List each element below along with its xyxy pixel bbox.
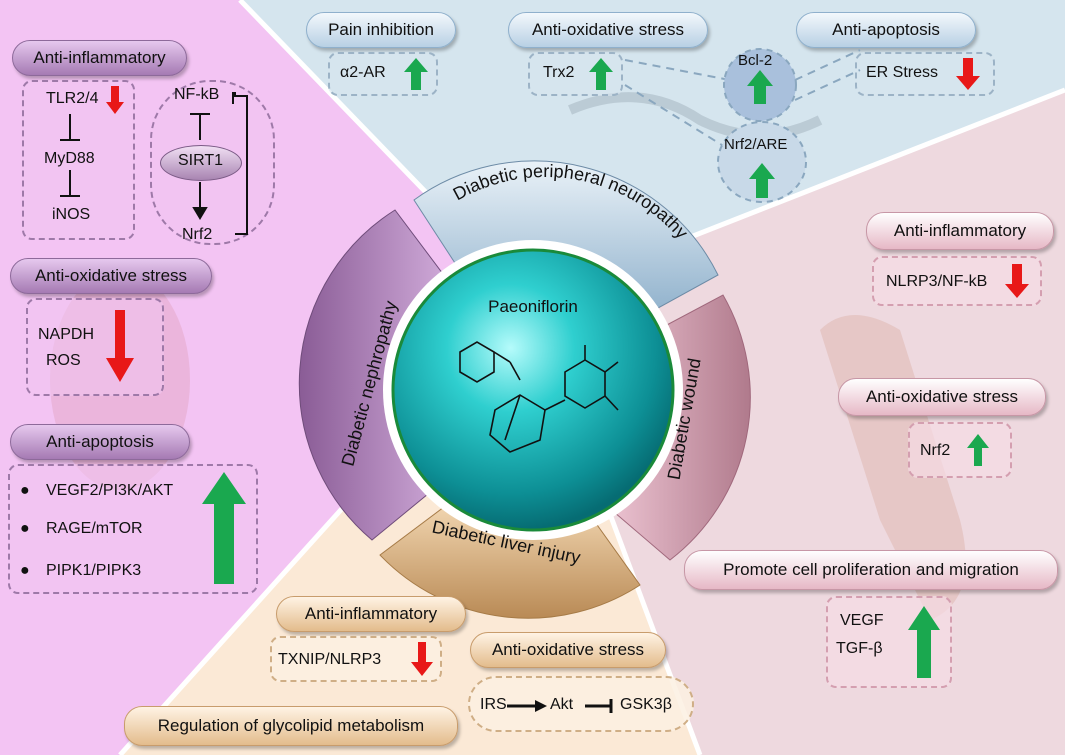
akt-label: Akt xyxy=(550,696,574,713)
gsk3b-label: GSK3β xyxy=(620,696,672,713)
glyco-pill: Regulation of glycolipid metabolism xyxy=(124,706,458,746)
nlrp3-label: NLRP3/NF-kB xyxy=(886,273,988,290)
inos-label: iNOS xyxy=(52,206,91,223)
nlrp3-down-arrow xyxy=(1005,264,1029,298)
tgfb-label: TGF-β xyxy=(836,640,883,657)
irs-box xyxy=(468,676,694,732)
bullet-2: ● xyxy=(20,520,30,537)
neph-oxid-pill: Anti-oxidative stress xyxy=(10,258,212,294)
bcl2-label: Bcl-2 xyxy=(738,52,773,69)
txnip-box xyxy=(270,636,442,682)
napdh-down-arrow xyxy=(106,310,134,382)
molecule-structure xyxy=(459,341,619,453)
nephro-nrf2-label: Nrf2 xyxy=(182,226,213,243)
irs-akt-gsk-arrows xyxy=(507,699,613,713)
neuro-oxidative-pill: Anti-oxidative stress xyxy=(508,12,708,48)
nfkb-label: NF-kB xyxy=(174,86,220,103)
wound-inflam-pill: Anti-inflammatory xyxy=(866,212,1054,250)
liver-inflam-pill: Anti-inflammatory xyxy=(276,596,466,632)
apop-item-2: RAGE/mTOR xyxy=(46,520,143,537)
neph-apop-up-arrow xyxy=(202,472,246,584)
neuro-apoptosis-pill: Anti-apoptosis xyxy=(796,12,976,48)
apop-item-1: VEGF2/PI3K/AKT xyxy=(46,482,174,499)
wound-oxid-pill: Anti-oxidative stress xyxy=(838,378,1046,416)
napdh-box xyxy=(26,298,164,396)
tlr-inhibit-lines xyxy=(60,114,80,197)
napdh-label: NAPDH xyxy=(38,326,95,343)
er-stress-down-arrow xyxy=(956,58,980,90)
vegf-label: VEGF xyxy=(840,612,884,629)
neph-apop-pill: Anti-apoptosis xyxy=(10,424,190,460)
trx2-box xyxy=(528,52,623,96)
wound-nrf2-up-arrow xyxy=(967,434,989,466)
nrf2are-label: Nrf2/ARE xyxy=(724,136,788,153)
myd88-label: MyD88 xyxy=(44,150,95,167)
txnip-down-arrow xyxy=(411,642,433,676)
paeoniflorin-sphere xyxy=(391,248,675,532)
prolif-pill: Promote cell proliferation and migration xyxy=(684,550,1058,590)
tlr-label: TLR2/4 xyxy=(46,90,99,107)
sirt1-pathway-lines xyxy=(190,92,248,235)
sirt1-label: SIRT1 xyxy=(178,152,224,169)
tlr-down-arrow xyxy=(106,86,124,114)
alpha2-ar-up-arrow xyxy=(404,58,428,90)
sirt1-ellipse xyxy=(160,145,242,181)
er-stress-label: ER Stress xyxy=(866,64,939,81)
txnip-label: TXNIP/NLRP3 xyxy=(278,651,382,668)
wound-nrf2-box xyxy=(908,422,1012,478)
trx2-label: Trx2 xyxy=(543,64,575,81)
center-title: Paeoniflorin xyxy=(488,297,578,316)
apop-item-3: PIPK1/PIPK3 xyxy=(46,562,142,579)
trx2-up-arrow xyxy=(589,58,613,90)
neph-inflam-pill: Anti-inflammatory xyxy=(12,40,187,76)
pain-inhibition-pill: Pain inhibition xyxy=(306,12,456,48)
bullet-1: ● xyxy=(20,482,30,499)
ros-label: ROS xyxy=(46,352,81,369)
bullet-3: ● xyxy=(20,562,30,579)
alpha2-ar-label: α2-AR xyxy=(340,64,386,81)
liver-oxid-pill: Anti-oxidative stress xyxy=(470,632,666,668)
wound-nrf2-label: Nrf2 xyxy=(920,442,951,459)
irs-label: IRS xyxy=(480,696,507,713)
prolif-up-arrow xyxy=(908,606,940,678)
